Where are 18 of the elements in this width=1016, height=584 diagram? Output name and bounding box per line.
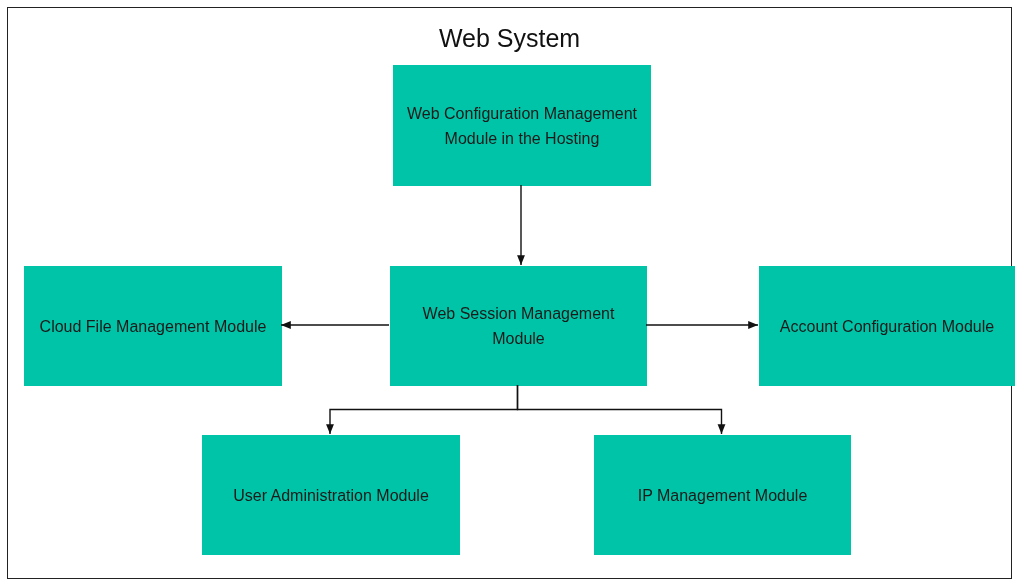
module-box [202,435,460,555]
module-label: Web Configuration Management Module in the Hosting [405,103,639,149]
module-label: IP Management Module [637,485,808,506]
system-frame [7,7,1012,579]
arrow [516,384,726,435]
module-box [393,65,651,186]
arrow [517,184,525,266]
module-label: Cloud File Management Module [39,316,267,337]
module-box [24,266,282,386]
module-label: Web Session Management Module [421,304,616,349]
module-label: User Administration Module [233,485,429,506]
module-box [594,435,851,555]
arrow [645,321,759,329]
module-box [390,266,647,386]
frame-title: Web System [438,24,581,53]
module-box [759,266,1015,386]
arrow [280,321,390,329]
module-label: Account Configuration Module [779,316,995,337]
